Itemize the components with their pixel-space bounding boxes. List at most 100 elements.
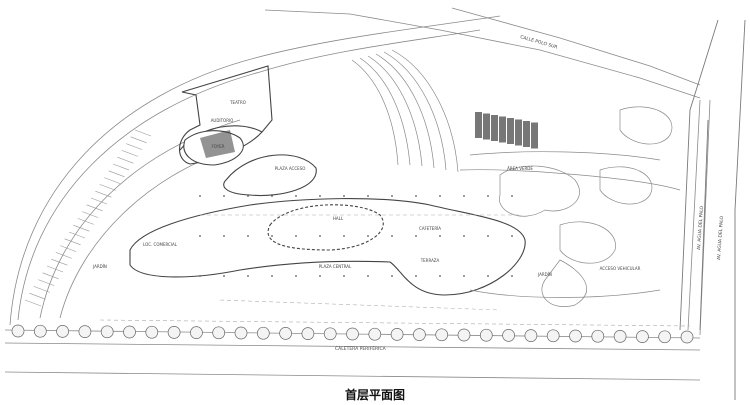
tree-symbol <box>368 327 382 341</box>
parking-stripe <box>95 190 112 198</box>
tree-symbol <box>680 330 694 344</box>
street-labels: CALLE POLO SUR CALETERA PERIFÉRICA AV. A… <box>335 34 725 352</box>
column-dot <box>487 275 489 277</box>
parking-stripe <box>46 265 64 273</box>
tree-symbol <box>613 330 627 343</box>
column-dot <box>391 195 393 197</box>
column-dot <box>511 195 513 197</box>
label-auditorio: AUDITORIO <box>211 118 234 123</box>
tree-symbol <box>502 329 515 342</box>
column-dot <box>271 235 273 237</box>
parking-stripe <box>86 204 103 212</box>
label-jardin-2: JARDÍN <box>537 272 552 277</box>
column-dots <box>199 195 513 277</box>
tree-symbol <box>413 328 426 341</box>
column-dot <box>343 235 345 237</box>
label-area-verde: ÁREA VERDE <box>507 166 533 171</box>
tree-symbol <box>190 326 203 339</box>
label-cafeteria: CAFETERÍA <box>419 226 441 231</box>
street-right-1: AV. AGUA DEL PALO <box>696 205 705 250</box>
label-foyer: FOYER <box>212 144 225 149</box>
column-dot <box>367 235 369 237</box>
parking-stripe <box>104 177 121 184</box>
tree-symbol <box>212 326 226 340</box>
column-dot <box>367 195 369 197</box>
column-dot <box>247 235 249 237</box>
fan-steps <box>351 49 459 173</box>
column-dot <box>271 275 273 277</box>
parking-stripe <box>108 170 125 178</box>
parking-stripe <box>38 279 55 286</box>
parking-stripe <box>77 218 94 225</box>
parking-stripe <box>112 163 130 171</box>
parking-stripe <box>73 224 90 232</box>
parking-stripe <box>126 143 143 150</box>
parking-stripe <box>134 129 152 137</box>
service-bar <box>515 119 522 146</box>
auditorium-seats <box>200 130 235 158</box>
parking-stripe <box>99 184 116 191</box>
column-dot <box>295 235 297 237</box>
column-dot <box>343 195 345 197</box>
tree-symbol <box>279 327 292 340</box>
tree-symbol <box>636 330 649 343</box>
column-dot <box>415 195 417 197</box>
street-top: CALLE POLO SUR <box>519 34 558 50</box>
tree-symbol <box>167 326 181 339</box>
tree-symbol <box>11 324 25 338</box>
column-dot <box>391 275 393 277</box>
tree-row <box>11 324 694 344</box>
parking-stripe <box>90 197 108 205</box>
column-dot <box>223 275 225 277</box>
column-dot <box>319 195 321 197</box>
tree-symbol <box>346 327 359 341</box>
column-dot <box>487 235 489 237</box>
label-terraza: TERRAZA <box>420 258 440 263</box>
service-bar <box>523 121 530 147</box>
service-bar <box>507 118 514 144</box>
service-block <box>475 112 538 149</box>
label-hall: HALL <box>333 216 344 221</box>
column-dot <box>319 235 321 237</box>
parking-stripe <box>64 238 81 246</box>
tree-symbol <box>591 329 605 343</box>
tree-symbol <box>256 326 270 340</box>
drawing-caption: 首层平面图 <box>344 388 405 402</box>
column-dot <box>295 275 297 277</box>
column-dot <box>247 195 249 197</box>
column-dot <box>271 195 273 197</box>
tree-symbol <box>658 330 672 344</box>
column-dot <box>247 275 249 277</box>
street-bottom: CALETERA PERIFÉRICA <box>335 344 387 352</box>
column-dot <box>463 275 465 277</box>
parking-stripe <box>55 252 72 259</box>
column-dot <box>415 275 417 277</box>
service-bar <box>475 112 482 138</box>
service-bar <box>483 113 490 140</box>
tree-symbol <box>435 328 449 342</box>
column-dot <box>439 275 441 277</box>
tree-symbol <box>301 327 315 340</box>
parking-stripe <box>42 272 59 280</box>
street-right-2: AV. AGUA DEL PALO <box>716 215 725 260</box>
tree-symbol <box>56 325 69 338</box>
column-dot <box>223 195 225 197</box>
column-dot <box>439 235 441 237</box>
parking-stripe <box>60 245 77 252</box>
column-dot <box>199 235 201 237</box>
service-bar <box>491 115 498 141</box>
tree-symbol <box>33 324 47 338</box>
tree-symbol <box>145 325 159 339</box>
label-locales: LOC. COMERCIAL <box>143 242 178 247</box>
tree-symbol <box>390 328 404 341</box>
garden-landscape <box>459 106 681 307</box>
main-building <box>129 65 526 296</box>
column-dot <box>487 195 489 197</box>
side-road <box>679 19 746 400</box>
room-labels: TEATRO AUDITORIO FOYER PLAZA ACCESO LOC.… <box>92 100 641 277</box>
column-dot <box>367 275 369 277</box>
tree-symbol <box>100 325 114 339</box>
column-dot <box>199 195 201 197</box>
parking-stripe <box>51 258 68 266</box>
